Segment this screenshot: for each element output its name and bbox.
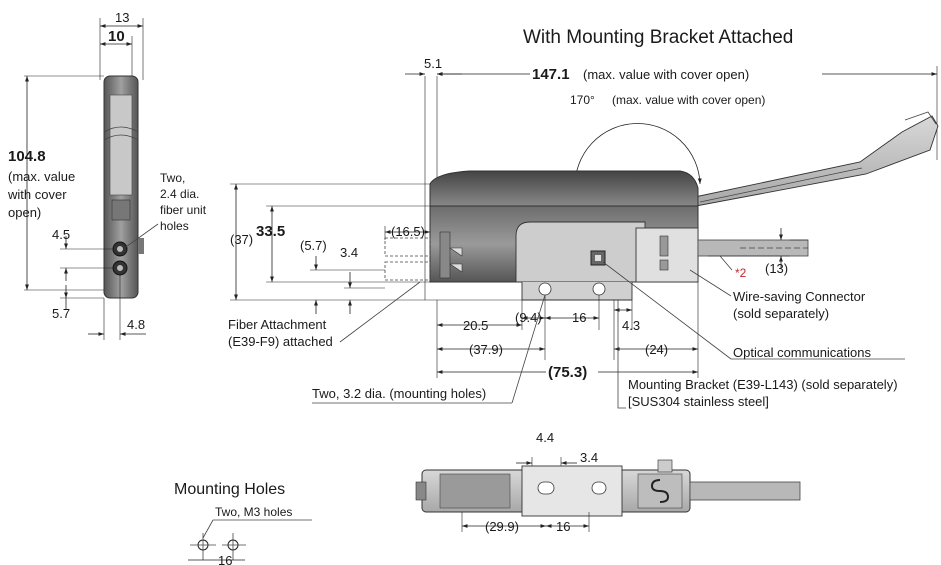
mounting-holes-label: Two, 3.2 dia. (mounting holes) bbox=[312, 386, 486, 401]
mounting-holes-view: Mounting Holes Two, M3 holes 16 bbox=[174, 481, 312, 565]
front-angle: 170° bbox=[570, 93, 595, 107]
optical-communications-label: Optical communications bbox=[733, 345, 871, 360]
bottom-dim-16: 16 bbox=[556, 519, 570, 534]
holes-note: Two, bbox=[160, 171, 185, 185]
side-dim-10: 10 bbox=[108, 28, 125, 45]
front-dim-147-1-note: (max. value with cover open) bbox=[583, 67, 749, 82]
bottom-dim-3-4: 3.4 bbox=[580, 450, 598, 465]
wire-connector-label: Wire-saving Connector bbox=[733, 289, 866, 304]
mounting-hole-icon bbox=[538, 282, 552, 296]
front-view: With Mounting Bracket Attached 5.1 147.1… bbox=[228, 27, 939, 409]
front-dim-4-3: 4.3 bbox=[622, 318, 640, 333]
side-dim-4-8: 4.8 bbox=[127, 317, 145, 332]
front-dim-37: (37) bbox=[230, 232, 253, 247]
bracket-face bbox=[515, 221, 646, 283]
side-view: 13 10 104.8 (max. value with cover open)… bbox=[7, 10, 207, 340]
front-dim-16-5: (16.5) bbox=[391, 224, 425, 239]
side-dim-5-7: 5.7 bbox=[52, 306, 70, 321]
front-dim-75-3: (75.3) bbox=[548, 364, 587, 381]
fiber-attachment-label: (E39-F9) attached bbox=[228, 334, 333, 349]
front-dim-5-1: 5.1 bbox=[424, 56, 442, 71]
holes-note: fiber unit bbox=[160, 203, 207, 217]
note-2: *2 bbox=[735, 266, 747, 280]
front-dim-9-4: (9.4) bbox=[515, 310, 542, 325]
title-mounting-holes: Mounting Holes bbox=[174, 481, 285, 498]
front-dim-3-4: 3.4 bbox=[340, 245, 358, 260]
open-cover bbox=[689, 115, 939, 207]
bottom-dim-29-9: (29.9) bbox=[485, 519, 519, 534]
side-dim-104-8: 104.8 bbox=[8, 148, 46, 165]
top-cover bbox=[429, 170, 699, 207]
slot-icon bbox=[537, 481, 555, 495]
mounting-hole-icon bbox=[592, 282, 606, 296]
holes-dim-16: 16 bbox=[218, 553, 232, 565]
bracket-label: [SUS304 stainless steel] bbox=[628, 394, 769, 409]
front-dim-33-5: 33.5 bbox=[256, 223, 285, 240]
wire-connector-label: (sold separately) bbox=[733, 306, 829, 321]
holes-note: holes bbox=[160, 219, 189, 233]
front-angle-note: (max. value with cover open) bbox=[612, 93, 765, 107]
side-cover-note: with cover bbox=[7, 187, 67, 202]
bracket-label: Mounting Bracket (E39-L143) (sold separa… bbox=[628, 377, 898, 392]
fiber-attachment-label: Fiber Attachment bbox=[228, 317, 327, 332]
front-dim-37-9: (37.9) bbox=[469, 342, 503, 357]
side-cover-note: (max. value bbox=[8, 169, 75, 184]
s-clip-icon bbox=[650, 479, 670, 503]
bottom-dim-4-4: 4.4 bbox=[536, 430, 554, 445]
bottom-view: 4.4 3.4 (29.9) 16 bbox=[415, 430, 801, 534]
slot-icon bbox=[591, 481, 607, 495]
front-dim-16: 16 bbox=[572, 310, 586, 325]
front-dim-20-5: 20.5 bbox=[463, 318, 488, 333]
front-dim-24: (24) bbox=[645, 342, 668, 357]
angle-arc bbox=[572, 123, 702, 189]
front-dim-5-7: (5.7) bbox=[300, 238, 327, 253]
holes-note: 2.4 dia. bbox=[160, 187, 199, 201]
bracket-base bbox=[521, 282, 633, 301]
side-dim-4-5: 4.5 bbox=[52, 227, 70, 242]
front-dim-13: (13) bbox=[765, 261, 788, 276]
title-with-bracket: With Mounting Bracket Attached bbox=[523, 27, 793, 48]
side-cover-note: open) bbox=[8, 205, 41, 220]
m3-holes-label: Two, M3 holes bbox=[215, 505, 292, 519]
front-dim-147-1: 147.1 bbox=[532, 66, 570, 83]
bottom-bracket bbox=[521, 465, 623, 517]
side-dim-13: 13 bbox=[115, 10, 129, 25]
